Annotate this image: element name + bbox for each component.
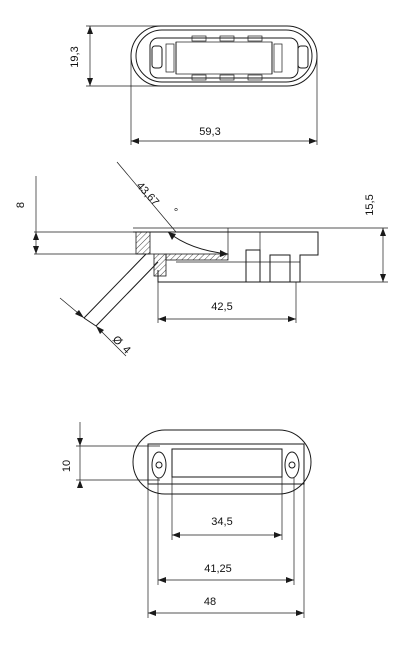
top-view-end-cap-right bbox=[273, 43, 283, 73]
bottom-view-window-dim-label: 34,5 bbox=[211, 516, 232, 528]
bottom-view-mount-hole-left bbox=[151, 451, 167, 479]
bottom-view-height-dim-label: 10 bbox=[61, 460, 73, 472]
arrow-right-icon bbox=[309, 138, 317, 144]
arrow-down-icon bbox=[380, 274, 386, 282]
side-view-section-hatch bbox=[153, 253, 167, 277]
side-view: 43,67 ° 8 15,5 42,5 Ø 4 bbox=[15, 161, 388, 357]
bottom-view-mount-hole-right bbox=[284, 451, 300, 479]
bottom-view-window bbox=[171, 448, 283, 478]
top-view-clip bbox=[219, 74, 235, 81]
side-view-angle-unit: ° bbox=[168, 206, 180, 217]
top-view-end-tab-left bbox=[151, 45, 163, 69]
arrow-right-icon bbox=[296, 610, 304, 616]
top-view-end-tab-right bbox=[297, 45, 309, 69]
arrow-up-icon bbox=[33, 232, 39, 240]
side-view-cable-edge bbox=[95, 261, 159, 327]
arrow-left-icon bbox=[158, 577, 166, 583]
arrow-right-icon bbox=[286, 577, 294, 583]
side-view-light-arc bbox=[167, 231, 229, 255]
arrow-down-icon bbox=[87, 78, 93, 86]
arrow-right-icon bbox=[220, 250, 228, 257]
top-view-end-cap-left bbox=[165, 43, 175, 73]
arrow-icon bbox=[75, 310, 84, 318]
side-view-right-height-dim-label: 15,5 bbox=[364, 194, 376, 215]
bottom-view-base-plate bbox=[147, 443, 305, 485]
top-view-clip bbox=[219, 35, 235, 42]
side-view-depth-dim-label: 42,5 bbox=[211, 301, 232, 313]
bottom-view-width-dim-label: 48 bbox=[204, 596, 216, 608]
arrow-left-icon bbox=[148, 610, 156, 616]
top-view-clip bbox=[191, 74, 207, 81]
top-view-inner-body bbox=[135, 29, 313, 83]
side-view-angle-label: 43,67 bbox=[134, 180, 161, 208]
side-view-cable-edge bbox=[83, 253, 147, 319]
top-view-outer-body bbox=[130, 25, 318, 87]
bottom-view-holes-dim-label: 41,25 bbox=[204, 563, 232, 575]
side-view-cable-dim-label: 4 bbox=[120, 344, 133, 357]
arrow-up-left-icon bbox=[168, 232, 176, 240]
bottom-view-outer-body bbox=[132, 429, 312, 495]
arrow-right-icon bbox=[274, 532, 282, 538]
arrow-left-icon bbox=[158, 316, 166, 322]
arrow-icon bbox=[96, 326, 104, 334]
side-view-cable-dim-prefix: Ø bbox=[110, 334, 125, 349]
top-view-height-dim-label: 19,3 bbox=[69, 46, 81, 67]
top-view: 19,3 59,3 bbox=[69, 25, 318, 145]
arrow-up-icon bbox=[87, 26, 93, 34]
top-view-clip bbox=[191, 35, 207, 42]
side-view-left-height-dim-label: 8 bbox=[15, 202, 27, 208]
arrow-left-icon bbox=[131, 138, 139, 144]
arrow-down-icon bbox=[77, 480, 83, 488]
top-view-led-strip bbox=[175, 41, 273, 75]
bottom-view-mount-hole-inner bbox=[155, 461, 163, 469]
bottom-view: 10 34,5 41,25 48 bbox=[61, 422, 312, 618]
side-view-cable-end bbox=[83, 317, 97, 327]
side-view-section-hatch bbox=[165, 253, 229, 261]
side-view-clip-leg bbox=[245, 249, 261, 283]
arrow-up-icon bbox=[380, 228, 386, 236]
side-view-clip-leg bbox=[269, 254, 291, 283]
arrow-right-icon bbox=[288, 316, 296, 322]
arrow-down-icon bbox=[33, 246, 39, 254]
top-view-clip bbox=[247, 35, 263, 42]
top-view-width-dim-label: 59,3 bbox=[199, 126, 220, 138]
arrow-left-icon bbox=[172, 532, 180, 538]
arrow-up-icon bbox=[77, 438, 83, 446]
side-view-section-hatch bbox=[135, 231, 151, 255]
side-view-angle-leader bbox=[116, 161, 177, 233]
bottom-view-mount-hole-inner bbox=[288, 461, 296, 469]
top-view-clip bbox=[247, 74, 263, 81]
